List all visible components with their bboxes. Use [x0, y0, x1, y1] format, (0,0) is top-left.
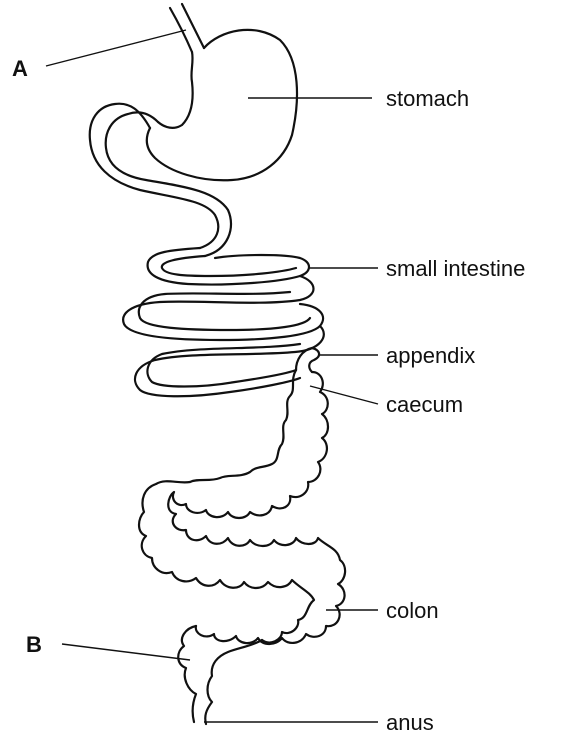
label-appendix: appendix: [386, 343, 475, 368]
leader-caecum: [310, 386, 378, 404]
label-stomach: stomach: [386, 86, 469, 111]
large-intestine: [139, 348, 345, 724]
label-b: B: [26, 632, 42, 657]
labels: A stomach small intestine appendix caecu…: [12, 56, 525, 735]
stomach-outline: [147, 30, 297, 180]
label-small-intestine: small intestine: [386, 256, 525, 281]
label-anus: anus: [386, 710, 434, 735]
label-colon: colon: [386, 598, 439, 623]
leader-a: [46, 30, 186, 66]
leader-lines: [46, 30, 378, 722]
label-caecum: caecum: [386, 392, 463, 417]
label-a: A: [12, 56, 28, 81]
oesophagus: [170, 4, 204, 52]
leader-b: [62, 644, 190, 660]
